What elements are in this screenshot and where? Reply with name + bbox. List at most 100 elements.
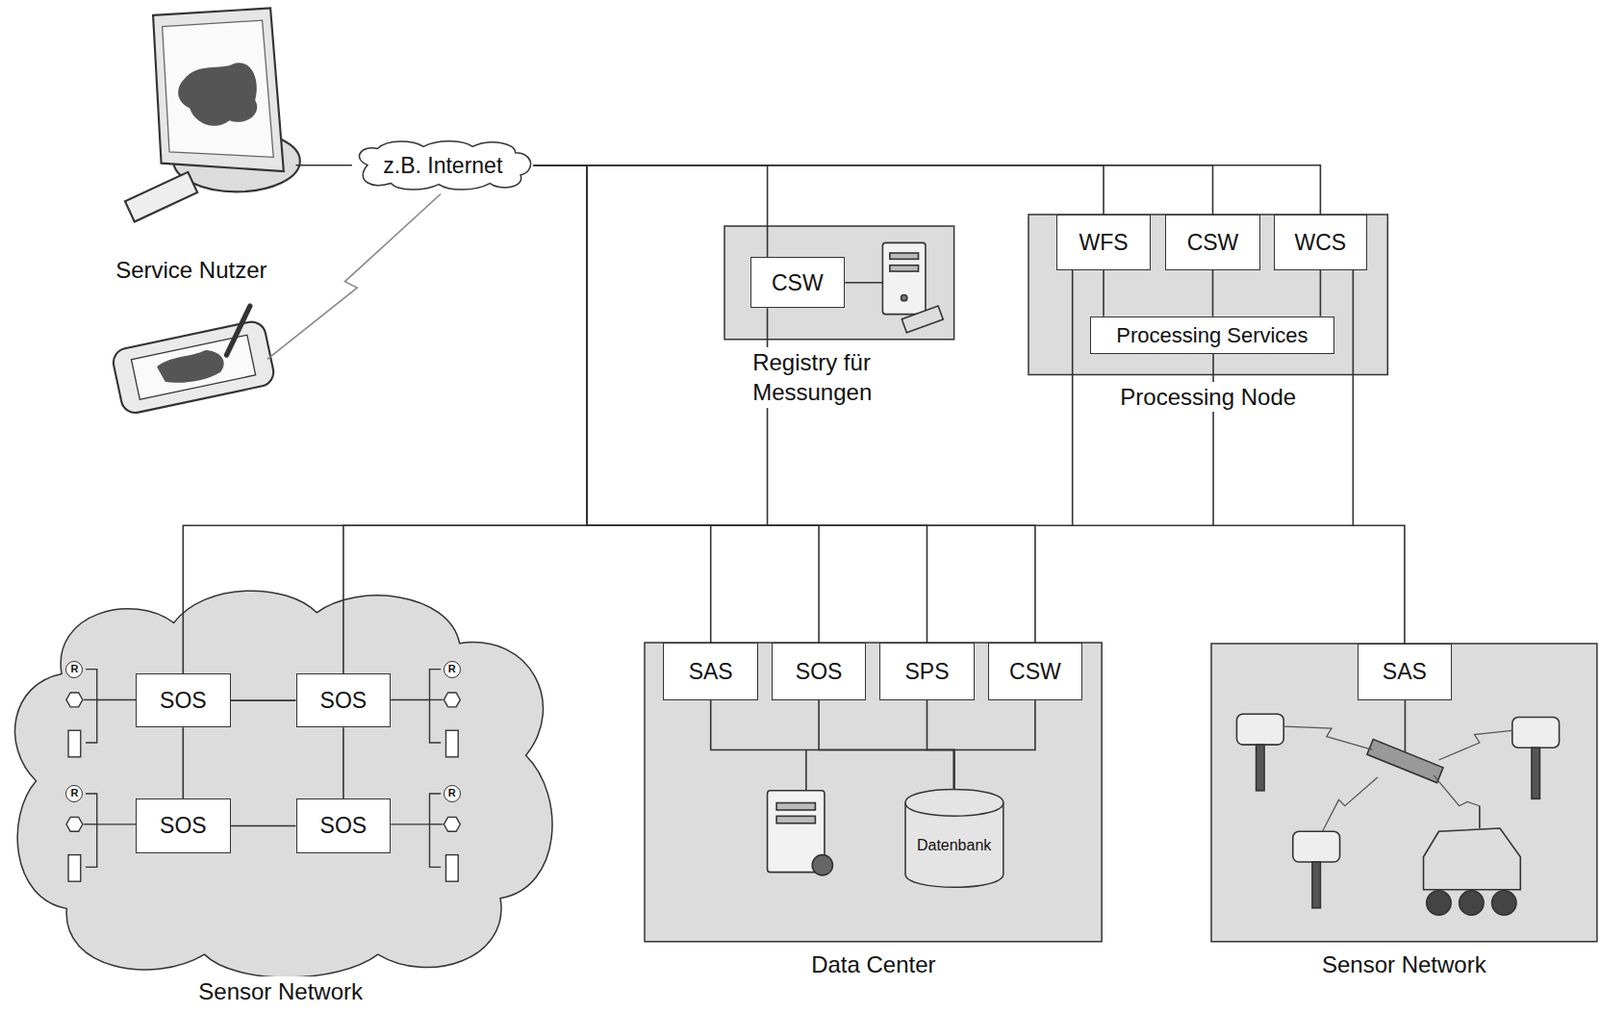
sensor-symbols	[68, 730, 81, 758]
server-icon	[889, 253, 919, 259]
server-icon	[776, 815, 815, 823]
sensor-station	[1293, 831, 1341, 863]
server-icon	[882, 242, 943, 332]
sensor-symbols	[66, 816, 83, 832]
service-name: SPS	[905, 659, 950, 685]
tablet-icon	[110, 305, 277, 416]
sensor-symbols	[430, 699, 444, 701]
sensor-symbols	[68, 855, 81, 883]
sensor-symbols	[443, 816, 460, 832]
robot-vehicle	[1492, 890, 1517, 915]
service-box: SAS	[662, 642, 759, 700]
wire	[1071, 270, 1074, 526]
network-switch	[1367, 739, 1444, 784]
wireless-link	[1283, 726, 1513, 832]
sensor-tag: R	[443, 660, 461, 679]
sensor-tag: R	[65, 785, 83, 803]
service-box: SOS	[771, 642, 867, 700]
server-icon	[900, 294, 907, 301]
cloud-outline	[14, 590, 552, 978]
sensor-station	[1512, 716, 1560, 748]
sensor-symbols	[445, 730, 458, 758]
group-label: Data Center	[807, 949, 940, 980]
sensor-symbols	[85, 793, 98, 867]
service-name: CSW	[1009, 659, 1062, 685]
server-icon	[776, 803, 815, 811]
service-box: SAS	[1357, 643, 1453, 700]
connector-line	[182, 727, 185, 799]
sensor-station	[1531, 747, 1540, 799]
connector-line	[533, 165, 1321, 215]
service-name: CSW	[1187, 229, 1240, 255]
wireless-link	[267, 193, 441, 359]
connector-line	[342, 727, 345, 799]
tablet-icon	[130, 334, 255, 400]
connector-line	[1320, 270, 1322, 317]
service-box: SOS	[135, 798, 231, 853]
group-label: Registry für Messungen	[748, 347, 930, 407]
service-box: SOS	[135, 673, 231, 728]
connector-line	[533, 165, 1036, 643]
cylinder-body	[905, 788, 1004, 888]
sensor-network: Sensor NetworkSAS	[1211, 643, 1598, 942]
wireless-link	[1433, 775, 1480, 807]
wire	[1404, 699, 1407, 753]
service-name: WFS	[1078, 229, 1128, 255]
data-center: Data CenterSASSOSSPSCSWDatenbank	[644, 642, 1102, 942]
tablet-icon	[226, 305, 250, 356]
service-box: WCS	[1273, 214, 1369, 271]
connector-line	[343, 165, 587, 674]
connector-line	[533, 165, 712, 643]
node-label: Datenbank	[916, 837, 991, 855]
sensor-symbols	[66, 692, 83, 708]
panel-outline	[1211, 643, 1598, 942]
service-box: CSW	[988, 642, 1084, 700]
service-name: Processing Services	[1116, 323, 1308, 348]
wireless-link	[267, 193, 441, 359]
cylinder-rim	[905, 802, 1004, 816]
monitor-icon	[125, 7, 301, 222]
sensor-station	[1236, 713, 1559, 908]
processing-node: Processing NodeWFSCSWWCSProcessing Servi…	[1028, 214, 1388, 376]
connector-line	[533, 165, 1405, 644]
service-box: SOS	[296, 798, 392, 853]
group-label: Processing Node	[1116, 381, 1300, 412]
group-label: Sensor Network	[1318, 949, 1491, 980]
service-name: WCS	[1295, 229, 1347, 255]
connector-line	[927, 700, 955, 789]
monitor-icon	[177, 62, 257, 127]
panel-outline	[644, 642, 1102, 942]
wire	[1212, 354, 1215, 526]
sensor-symbols	[390, 699, 430, 701]
database-cylinder: Datenbank	[905, 788, 1004, 889]
monitor-icon	[162, 20, 275, 157]
cloud-outline	[358, 141, 531, 190]
server-icon	[812, 855, 833, 876]
wire	[805, 749, 808, 790]
sensor-symbols	[97, 699, 136, 701]
robot-vehicle	[1478, 806, 1481, 829]
group-label: Sensor Network	[194, 976, 367, 1007]
service-box: SPS	[879, 642, 975, 700]
sensor-network-cloud: Sensor NetworkSOSSOSSOSSOS	[10, 582, 552, 975]
panel-outline	[1028, 214, 1388, 376]
connector-line	[296, 164, 353, 167]
connector-line	[230, 825, 297, 828]
service-name: SAS	[1382, 659, 1427, 685]
cloud-outline	[10, 582, 552, 975]
connector-line	[230, 699, 297, 702]
robot-vehicle	[1459, 890, 1484, 915]
connector-line	[533, 165, 1214, 215]
service-name: SOS	[320, 687, 368, 713]
sensor-symbols	[430, 823, 444, 825]
service-box: WFS	[1056, 214, 1152, 271]
connector-line	[182, 165, 587, 674]
wireless-link	[1438, 730, 1512, 761]
connector-line	[954, 700, 1036, 789]
connector-line	[1102, 270, 1105, 317]
sensor-symbols	[430, 669, 442, 743]
service-box: CSW	[1165, 214, 1261, 271]
